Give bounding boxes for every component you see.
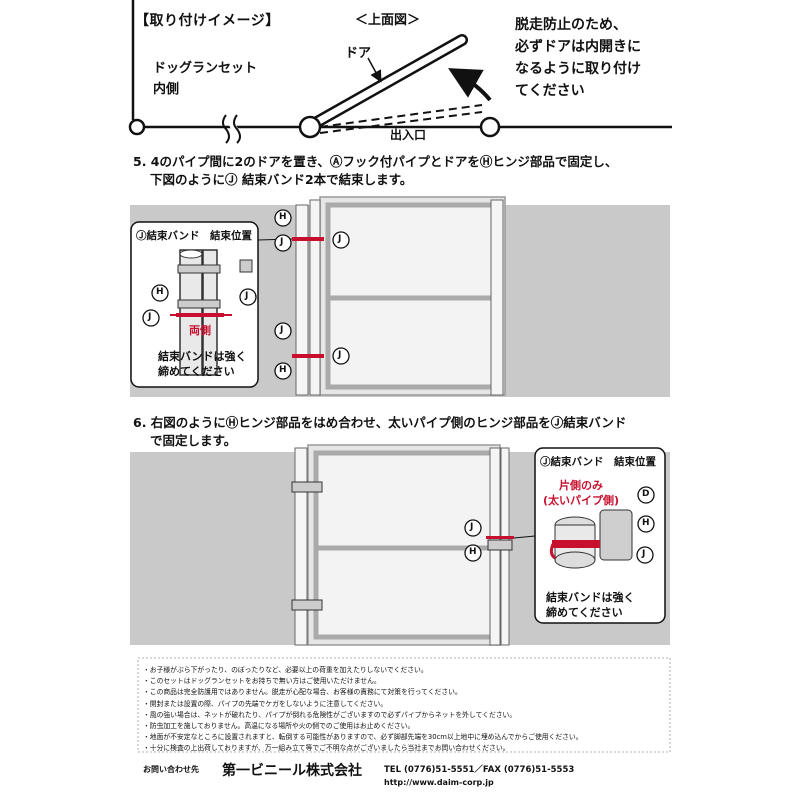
letter-j-marker: J [338, 350, 342, 360]
note-item: ・地面が不安定なところに設置されますと、転倒する可能性がありますので、必ず脚部先… [143, 733, 583, 742]
letter-h-marker: H [279, 365, 287, 375]
step5-diagram [130, 196, 670, 397]
page-title: 【取り付けイメージ】 [135, 13, 280, 29]
note-item: ・お子様がぶら下がったり、のぼったりなど、必要以上の荷重を加えたりしないでくださ… [143, 666, 428, 674]
top-view-label: ＜上面図＞ [355, 13, 421, 28]
top-view-diagram [128, 0, 672, 146]
website-link[interactable]: http://www.daim-corp.jp [384, 778, 494, 787]
note-item: ・防虫加工を施しておりません。高温になる場所や火の側でのご使用はお止めください。 [143, 722, 415, 731]
letter-h-marker: H [469, 547, 477, 557]
notes-box [137, 657, 671, 753]
step6-tighten-note: 結束バンドは強く 締めてください [546, 591, 635, 619]
step5-callout-title: Ⓙ結束バンド 結束位置 [136, 230, 253, 242]
note-item: ・この商品は完全防護用ではありません。脱走が心配な場合、お客様の責務にて対策を行… [143, 688, 462, 697]
note-item: ・十分に検査の上出荷しておりますが、万一組み立て等でご不明な点がございましたら当… [143, 744, 510, 753]
letter-j-marker: J [280, 325, 284, 335]
both-sides-label: 両側 [189, 324, 211, 337]
letter-j-marker: J [280, 237, 284, 247]
one-side-label: 片側のみ (太いパイプ側) [543, 479, 620, 507]
note-item: ・風の強い場合は、ネットが破れたり、パイプが倒れる危険性がございますので必ずパイ… [143, 710, 517, 719]
contact-label: お問い合わせ先 [143, 765, 199, 774]
company-name: 第一ビニール株式会社 [222, 763, 362, 779]
phone-fax: TEL (0776)51-5551／FAX (0776)51-5553 [384, 765, 575, 775]
note-item: ・開封または設置の際、パイプの先端でケガをしないように注意してください。 [143, 699, 388, 708]
caution-notes: ・お子様がぶら下がったり、のぼったりなど、必要以上の荷重を加えたりしないでくださ… [143, 665, 703, 755]
entrance-label: 出入口 [390, 128, 427, 142]
step5-line2: 下図のようにⒿ 結束バンド2本で結束します。 [150, 172, 413, 187]
step5-line1: 5. 4のパイプ間に2のドアを置き、Ⓐフック付パイプとドアをⒽヒンジ部品で固定し… [133, 154, 618, 169]
letter-j-marker: J [245, 291, 249, 301]
letter-d-marker: D [642, 489, 650, 499]
door-label: ドア [345, 46, 372, 61]
letter-h-marker: H [279, 212, 287, 222]
letter-h-marker: H [156, 287, 164, 297]
step5-tighten-note: 結束バンドは強く 締めてください [158, 350, 247, 378]
letter-j-marker: J [642, 549, 646, 559]
letter-j-marker: J [470, 522, 474, 532]
warning-text: 脱走防止のため、 必ずドアは内開きに なるように取り付け てください [515, 17, 641, 99]
step6-line1: 6. 右図のようにⒽヒンジ部品をはめ合わせ、太いパイプ側のヒンジ部品をⒿ結束バン… [133, 415, 627, 430]
letter-j-marker: J [148, 312, 152, 322]
letter-j-marker: J [338, 234, 342, 244]
note-item: ・このセットはドッグランセットをお持ちで無い方はご使用いただけません。 [143, 677, 381, 686]
step6-callout-title: Ⓙ結束バンド 結束位置 [540, 456, 657, 468]
dog-run-label: ドッグランセット 内側 [153, 61, 258, 97]
step6-diagram [130, 444, 670, 646]
letter-h-marker: H [642, 518, 650, 528]
step6-line2: で固定します。 [150, 433, 237, 448]
